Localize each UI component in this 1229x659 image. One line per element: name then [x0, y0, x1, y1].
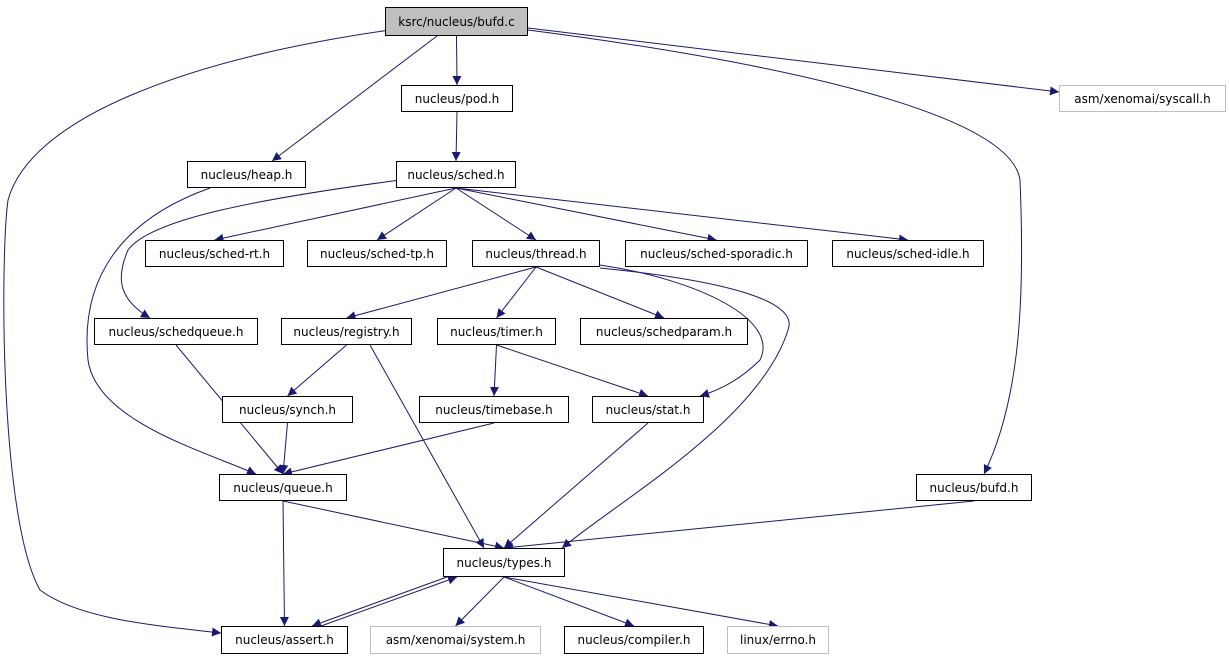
- edge-queue-h-to-assert-h: [279, 500, 289, 627]
- edge-thread-h-to-registry-h: [346, 266, 537, 321]
- node-queue-h[interactable]: nucleus/queue.h: [219, 474, 347, 501]
- edge-bufd-c-to-heap-h: [271, 35, 438, 162]
- node-sched-idle-h[interactable]: nucleus/sched-idle.h: [832, 240, 984, 267]
- edge-sched-h-to-sched-sporadic-h: [455, 187, 717, 243]
- edge-heap-h-to-queue-h: [86, 187, 257, 475]
- node-bufd-c[interactable]: ksrc/nucleus/bufd.c: [385, 7, 528, 36]
- node-sched-h[interactable]: nucleus/sched.h: [396, 161, 516, 188]
- node-thread-h[interactable]: nucleus/thread.h: [472, 240, 600, 267]
- edge-thread-h-to-stat-h: [599, 264, 764, 398]
- edge-thread-h-to-types-h: [561, 267, 790, 549]
- edge-thread-h-to-schedparam-h: [535, 266, 665, 319]
- node-syscall-h[interactable]: asm/xenomai/syscall.h: [1059, 85, 1226, 112]
- edge-thread-h-to-timer-h: [496, 266, 537, 319]
- edge-sched-h-to-sched-idle-h: [455, 187, 909, 244]
- node-system-h[interactable]: asm/xenomai/system.h: [370, 626, 541, 654]
- edge-registry-h-to-types-h: [369, 344, 485, 549]
- edge-types-h-to-system-h: [455, 576, 505, 627]
- edge-assert-h-to-types-h: [320, 575, 458, 627]
- edge-pod-h-to-sched-h: [451, 111, 461, 162]
- node-assert-h[interactable]: nucleus/assert.h: [221, 626, 348, 654]
- edge-bufd-c-to-pod-h: [452, 35, 462, 86]
- node-types-h[interactable]: nucleus/types.h: [443, 548, 565, 577]
- edge-stat-h-to-types-h: [503, 422, 649, 549]
- node-errno-h[interactable]: linux/errno.h: [727, 626, 829, 654]
- edge-timer-h-to-stat-h: [496, 344, 649, 398]
- edge-types-h-to-compiler-h: [503, 576, 635, 628]
- node-stat-h[interactable]: nucleus/stat.h: [592, 396, 704, 423]
- edge-types-h-to-assert-h: [311, 576, 448, 628]
- node-sched-tp-h[interactable]: nucleus/sched-tp.h: [307, 240, 447, 267]
- node-timebase-h[interactable]: nucleus/timebase.h: [419, 396, 569, 423]
- node-sched-sporadic-h[interactable]: nucleus/sched-sporadic.h: [625, 240, 808, 267]
- node-synch-h[interactable]: nucleus/synch.h: [222, 396, 353, 423]
- edge-bufd-h-to-types-h: [503, 500, 975, 552]
- node-bufd-h[interactable]: nucleus/bufd.h: [916, 474, 1032, 501]
- node-pod-h[interactable]: nucleus/pod.h: [401, 85, 513, 112]
- node-compiler-h[interactable]: nucleus/compiler.h: [564, 626, 704, 654]
- edge-registry-h-to-synch-h: [287, 344, 347, 397]
- edge-timer-h-to-timebase-h: [489, 344, 499, 397]
- node-schedparam-h[interactable]: nucleus/schedparam.h: [580, 318, 748, 345]
- edge-types-h-to-errno-h: [503, 576, 779, 629]
- edge-sched-h-to-thread-h: [455, 187, 537, 241]
- node-heap-h[interactable]: nucleus/heap.h: [187, 161, 306, 188]
- edge-sched-h-to-sched-tp-h: [376, 187, 457, 241]
- edge-synch-h-to-queue-h: [279, 422, 289, 475]
- edge-sched-h-to-sched-rt-h: [214, 187, 457, 243]
- edge-bufd-c-to-syscall-h: [527, 27, 1060, 96]
- edge-sched-h-to-schedqueue-h: [120, 179, 401, 319]
- edge-bufd-c-to-assert-h: [3, 29, 391, 637]
- edge-queue-h-to-types-h: [282, 500, 505, 551]
- node-registry-h[interactable]: nucleus/registry.h: [281, 318, 412, 345]
- edge-timebase-h-to-queue-h: [282, 422, 495, 477]
- edge-bufd-c-to-bufd-h: [527, 29, 1023, 475]
- node-sched-rt-h[interactable]: nucleus/sched-rt.h: [145, 240, 284, 267]
- node-timer-h[interactable]: nucleus/timer.h: [437, 318, 556, 345]
- node-schedqueue-h[interactable]: nucleus/schedqueue.h: [94, 318, 258, 345]
